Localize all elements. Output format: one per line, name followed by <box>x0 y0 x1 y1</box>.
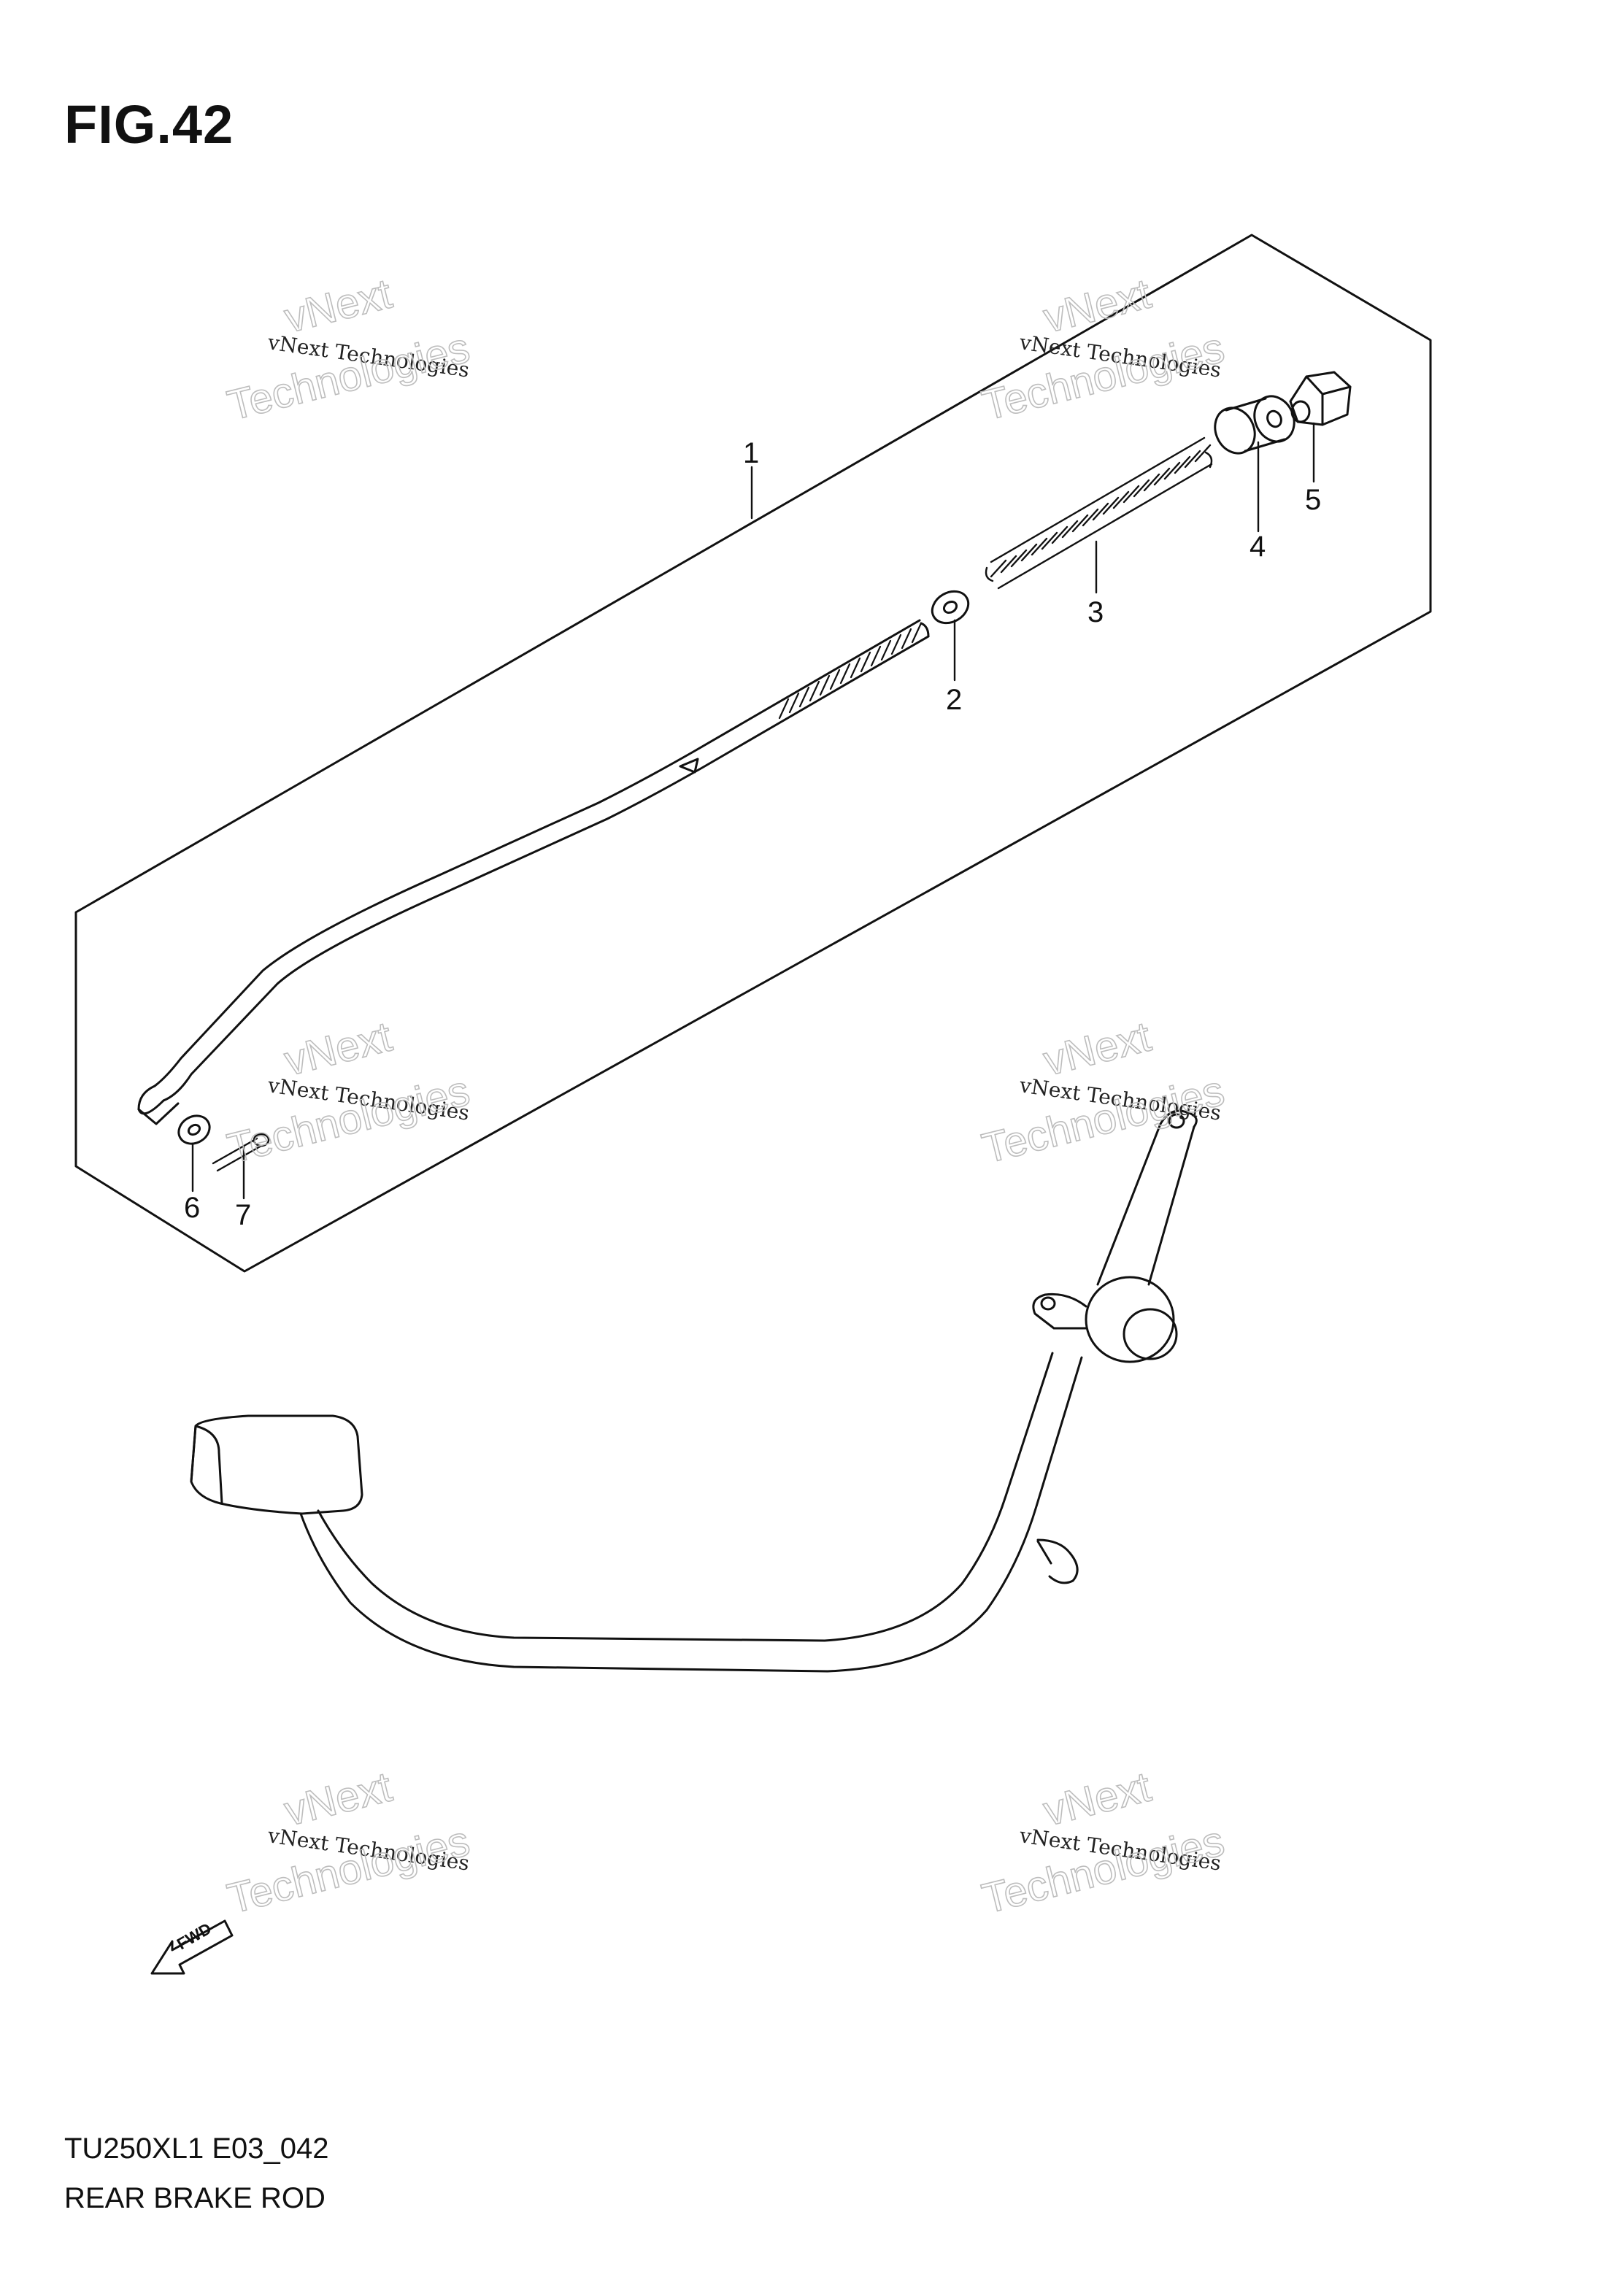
joint-item-4 <box>1214 395 1295 455</box>
spring-item-3 <box>985 436 1213 590</box>
nut-item-5 <box>1289 371 1352 426</box>
svg-text:Technologies: Technologies <box>977 1067 1228 1173</box>
svg-text:Technologies: Technologies <box>223 1817 474 1923</box>
cotter-pin-item-7 <box>212 1133 270 1172</box>
svg-text:Technologies: Technologies <box>977 324 1228 430</box>
kit-box-outline <box>74 234 1432 1273</box>
callout-3: 3 <box>1087 596 1104 628</box>
callout-7: 7 <box>235 1199 251 1231</box>
rod-thread <box>778 622 923 720</box>
svg-text:vNext: vNext <box>280 1013 396 1085</box>
leader-lines <box>191 422 1315 1200</box>
figure-title: FIG.42 <box>64 94 234 155</box>
washer-item-2 <box>931 590 970 625</box>
callout-2: 2 <box>946 684 962 716</box>
figure-code: TU250XL1 E03_042 <box>64 2133 329 2165</box>
callout-6: 6 <box>184 1192 200 1224</box>
svg-text:Technologies: Technologies <box>977 1817 1228 1923</box>
svg-text:vNext: vNext <box>280 1763 396 1835</box>
watermark-top-right: vNext vNext Technologies Technologies <box>977 269 1230 431</box>
callout-4: 4 <box>1250 531 1266 563</box>
callout-1: 1 <box>743 437 759 469</box>
svg-text:Technologies: Technologies <box>223 324 474 430</box>
svg-text:vNext: vNext <box>280 270 396 342</box>
svg-text:vNext: vNext <box>1039 1763 1155 1835</box>
callout-5: 5 <box>1305 484 1321 516</box>
svg-text:vNext: vNext <box>1039 270 1155 342</box>
watermark-mid-right: vNext vNext Technologies Technologies <box>977 1012 1230 1174</box>
watermark-mid-left: vNext vNext Technologies Technologies <box>223 1012 475 1174</box>
fwd-arrow-icon <box>150 1919 234 1975</box>
watermark-bottom-right: vNext vNext Technologies Technologies <box>977 1763 1230 1924</box>
watermark-top-left: vNext vNext Technologies Technologies <box>223 269 475 431</box>
figure-name: REAR BRAKE ROD <box>64 2182 326 2214</box>
svg-text:Technologies: Technologies <box>223 1067 474 1173</box>
brake-rod <box>137 619 930 1125</box>
washer-item-6 <box>177 1114 211 1145</box>
brake-pedal <box>190 1109 1198 1673</box>
svg-text:vNext: vNext <box>1039 1013 1155 1085</box>
watermark-bottom-left: vNext vNext Technologies Technologies <box>223 1763 475 1924</box>
